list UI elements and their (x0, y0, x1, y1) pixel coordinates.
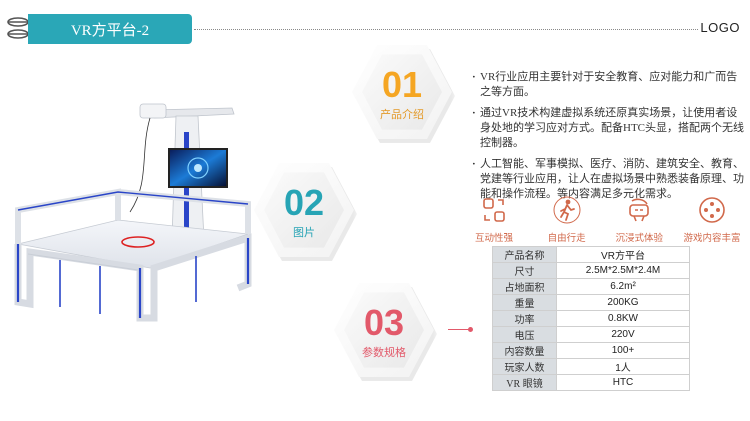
page-title-text: VR方平台-2 (70, 22, 150, 39)
feature-label: 游戏内容丰富 (683, 233, 741, 244)
hexagon-number: 01 (381, 64, 423, 105)
spec-key: 玩家人数 (492, 358, 557, 375)
spec-key: 产品名称 (492, 246, 557, 263)
spec-key: VR 眼镜 (492, 374, 557, 391)
spec-value: HTC (556, 374, 690, 391)
spec-value: 0.8KW (556, 310, 690, 327)
hexagon-02: 02 图片 (254, 160, 357, 261)
spec-key: 尺寸 (492, 262, 557, 279)
spec-key: 电压 (492, 326, 557, 343)
description-bullet: 人工智能、军事模拟、医疗、消防、建筑安全、教育、党建等行业应用，让人在虚拟场景中… (472, 157, 744, 202)
page-title: VR方平台-2 (28, 14, 192, 44)
vr-platform-product-image (14, 103, 252, 322)
spec-value: 2.5M*2.5M*2.4M (556, 262, 690, 279)
header-divider (194, 29, 698, 30)
hexagon-03: 03 参数规格 (334, 280, 437, 381)
hexagon-number: 03 (363, 302, 405, 343)
feature-immersive: 沉浸式体验 (603, 195, 675, 244)
logo: LOGO (700, 20, 740, 35)
walking-icon (553, 196, 581, 224)
spec-value: 220V (556, 326, 690, 343)
feature-row: 互动性强 自由行走 沉浸式体验 游戏内容丰富 (458, 195, 748, 244)
hexagon-label: 参数规格 (362, 347, 406, 359)
spec-value: 1人 (556, 358, 690, 375)
feature-label: 自由行走 (547, 233, 586, 244)
spec-connector-dot (468, 327, 473, 332)
spec-key: 功率 (492, 310, 557, 327)
spec-value: VR方平台 (556, 246, 690, 263)
feature-interaction: 互动性强 (458, 195, 530, 244)
feature-games: 游戏内容丰富 (676, 195, 748, 244)
gamepad-icon (699, 197, 725, 223)
description-bullet: 通过VR技术构建虚拟系统还原真实场景，让使用者设身处地的学习应对方式。配备HTC… (472, 106, 744, 151)
product-description: VR行业应用主要针对于安全教育、应对能力和广而告之等方面。 通过VR技术构建虚拟… (472, 70, 744, 208)
hexagon-inner (264, 172, 344, 248)
hexagon-inner (362, 54, 442, 130)
spec-value: 6.2m² (556, 278, 690, 295)
vr-headset-icon (629, 198, 650, 222)
feature-label: 互动性强 (474, 233, 513, 244)
spec-key: 内容数量 (492, 342, 557, 359)
description-bullet: VR行业应用主要针对于安全教育、应对能力和广而告之等方面。 (472, 70, 744, 100)
feature-walking: 自由行走 (531, 195, 603, 244)
hexagon-01: 01 产品介绍 (352, 42, 455, 143)
feature-label: 沉浸式体验 (615, 233, 664, 244)
hexagon-inner (344, 292, 424, 368)
interaction-icon (483, 198, 505, 222)
hexagon-label: 图片 (293, 227, 315, 239)
spec-value: 100+ (556, 342, 690, 359)
hexagon-label: 产品介绍 (380, 109, 424, 121)
hexagon-number: 02 (283, 182, 325, 223)
spec-connector-line (448, 329, 472, 330)
spec-key: 重量 (492, 294, 557, 311)
spec-value: 200KG (556, 294, 690, 311)
spec-key: 占地面积 (492, 278, 557, 295)
